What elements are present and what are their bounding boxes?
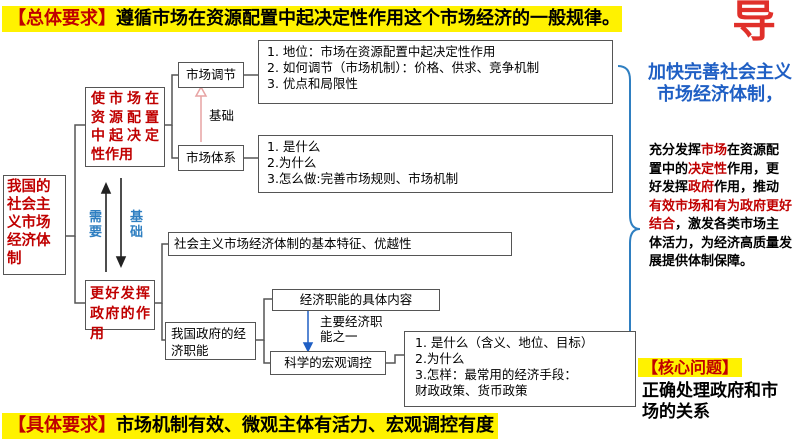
core-text: 正确处理政府和市场的关系 bbox=[642, 381, 778, 422]
top-banner-tag: 【总体要求】 bbox=[8, 8, 116, 29]
market-system-point: 2.为什么 bbox=[267, 155, 317, 170]
market-regulation-point: 2. 如何调节（市场机制）：价格、供求、竞争机制 bbox=[267, 60, 540, 75]
connector-functions-specific bbox=[256, 298, 272, 341]
side-body-text: 作用，更好发挥 bbox=[649, 161, 780, 196]
connector-root-government bbox=[74, 236, 85, 304]
market-regulation-point: 1. 地位：市场在资源配置中起决定性作用 bbox=[267, 44, 496, 59]
branch-market-box: 使市场在资源配置中起决定性作用 bbox=[85, 87, 165, 167]
connector-root-market bbox=[66, 124, 85, 237]
side-body: 充分发挥市场在资源配置中的决定性作用，更好发挥政府作用，推动有效市场和有为政府更… bbox=[649, 142, 792, 272]
gov-functions-box: 我国政府的经济职能 bbox=[165, 322, 256, 360]
arrow-main-function-head bbox=[302, 342, 314, 353]
connector-gov-feature bbox=[155, 243, 168, 304]
side-body-highlight: 决定性 bbox=[688, 161, 728, 177]
top-banner: 【总体要求】遵循市场在资源配置中起决定性作用这个市场经济的一般规律。 bbox=[2, 6, 622, 32]
market-system-box: 市场体系 bbox=[178, 145, 244, 171]
arrow-basis-head bbox=[115, 256, 127, 268]
market-system-point: 1. 是什么 bbox=[267, 139, 321, 154]
market-system-point: 3.怎么做:完善市场规则、市场机制 bbox=[267, 171, 459, 186]
top-banner-text: 遵循市场在资源配置中起决定性作用这个市场经济的一般规律。 bbox=[116, 8, 620, 29]
connector-gov-functions bbox=[161, 303, 165, 341]
macro-control-box: 科学的宏观调控 bbox=[270, 351, 386, 375]
macro-control-point: 2.为什么 bbox=[415, 351, 465, 366]
arrow-basis-market-head bbox=[194, 85, 208, 97]
side-body-highlight: 政府 bbox=[688, 180, 715, 195]
side-bracket bbox=[617, 65, 641, 373]
macro-control-point: 3.怎样：最常用的经济手段： bbox=[415, 367, 577, 382]
main-function-label: 主要经济职能之一 bbox=[320, 314, 383, 344]
connector-market-system bbox=[171, 125, 178, 159]
market-regulation-points: 1. 地位：市场在资源配置中起决定性作用 2. 如何调节（市场机制）：价格、供求… bbox=[258, 40, 613, 104]
macro-control-point: 财政政策、货币政策 bbox=[415, 383, 528, 398]
basis-label: 基础 bbox=[209, 108, 235, 123]
root-box: 我国的社会主义市场经济体制 bbox=[3, 175, 66, 275]
market-regulation-point: 3. 优点和局限性 bbox=[267, 76, 358, 91]
macro-control-point: 1. 是什么（含义、地位、目标） bbox=[415, 335, 594, 350]
core-panel: 【核心问题】 正确处理政府和市场的关系 bbox=[638, 357, 794, 423]
link-need-label: 需要 bbox=[88, 210, 102, 240]
market-system-points: 1. 是什么 2.为什么 3.怎么做:完善市场规则、市场机制 bbox=[258, 135, 613, 193]
bottom-banner-text: 市场机制有效、微观主体有活力、宏观调控有度 bbox=[116, 415, 494, 436]
gov-specific-box: 经济职能的具体内容 bbox=[272, 289, 440, 311]
arrow-need-head bbox=[100, 182, 112, 194]
socialist-feature-box: 社会主义市场经济体制的基本特征、优越性 bbox=[168, 232, 512, 256]
connector-macro-points bbox=[386, 354, 404, 364]
bottom-banner: 【具体要求】市场机制有效、微观主体有活力、宏观调控有度 bbox=[2, 413, 498, 439]
core-tag: 【核心问题】 bbox=[638, 358, 743, 377]
branch-government-box: 更好发挥政府的作用 bbox=[85, 280, 155, 342]
connector-functions-macro bbox=[263, 340, 270, 364]
bottom-banner-tag: 【具体要求】 bbox=[8, 415, 116, 436]
logo: 导 bbox=[732, 0, 776, 47]
side-body-highlight: 有效市场和有为政府更好结合 bbox=[649, 198, 793, 233]
side-body-text: ，激发各类市场主体活力，为经济高质量发展提供体制保障。 bbox=[649, 217, 793, 269]
side-body-text: 作用，推动 bbox=[714, 180, 780, 195]
market-regulation-box: 市场调节 bbox=[178, 62, 244, 88]
side-body-highlight: 市场 bbox=[701, 143, 728, 158]
connector-market-regulation bbox=[165, 74, 178, 126]
side-title: 加快完善社会主义市场经济体制， bbox=[648, 62, 792, 105]
macro-control-points: 1. 是什么（含义、地位、目标） 2.为什么 3.怎样：最常用的经济手段： 财政… bbox=[404, 331, 636, 407]
link-basis-label: 基础 bbox=[129, 210, 143, 240]
side-body-text: 充分发挥 bbox=[649, 143, 702, 158]
side-body-text: 在资源配置中的 bbox=[649, 143, 780, 177]
